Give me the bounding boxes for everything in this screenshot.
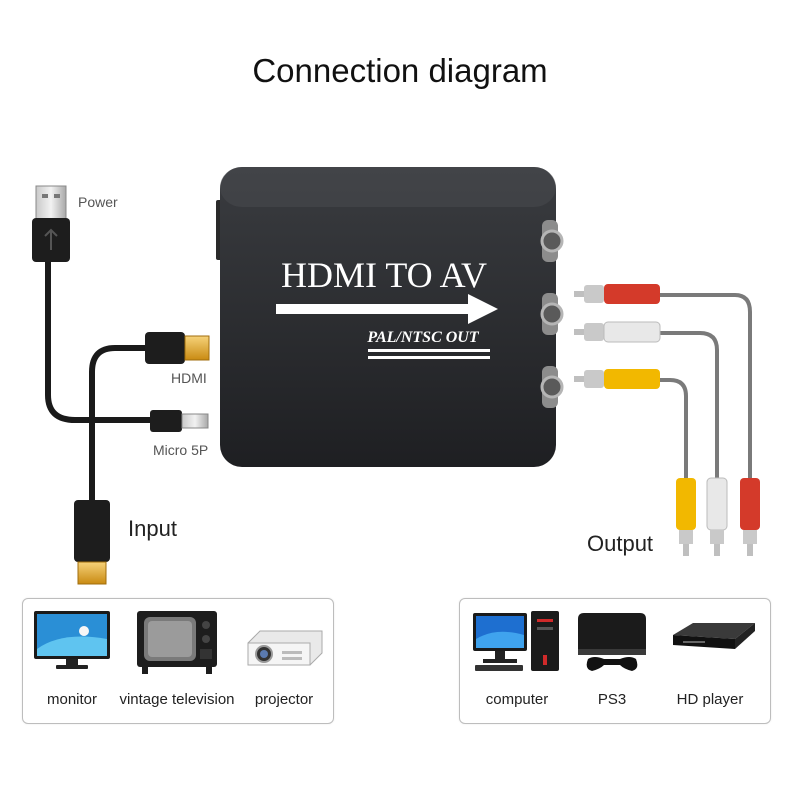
hdmi-plug-device-end — [145, 332, 210, 364]
device-name: HDMI TO AV — [281, 255, 487, 295]
computer-icon — [473, 611, 559, 671]
output-devices-panel: computer PS3 HD player — [459, 598, 771, 724]
micro-usb-plug — [150, 410, 209, 432]
projector-icon — [247, 630, 323, 666]
rca-jack-yellow — [540, 366, 564, 408]
hdmi-plug-source-end — [74, 500, 110, 585]
device-label: projector — [254, 691, 314, 708]
device-label: HD player — [676, 691, 744, 708]
device-label: vintage television — [119, 691, 235, 708]
diagram-title: Connection diagram — [252, 52, 548, 89]
rca-cable-red — [574, 284, 760, 556]
usb-connector — [32, 185, 70, 262]
output-label: Output — [587, 531, 654, 556]
device-vintage-television: vintage television — [115, 599, 239, 723]
device-label: monitor — [46, 691, 98, 708]
device-subtitle: PAL/NTSC OUT — [366, 329, 479, 346]
rca-jack-white — [540, 293, 564, 335]
power-label: Power — [78, 194, 118, 210]
device-computer: computer — [466, 599, 568, 723]
hdmi-label: HDMI — [171, 370, 207, 386]
device-hd-player: HD player — [656, 599, 764, 723]
device-label: computer — [485, 691, 549, 708]
input-devices-panel: monitor vintage television projector — [22, 598, 334, 724]
device-projector: projector — [239, 599, 329, 723]
power-cable — [45, 262, 150, 423]
hd-player-icon — [673, 623, 755, 649]
device-label: PS3 — [597, 691, 627, 708]
hdmi-cable — [89, 345, 145, 500]
direction-arrow — [276, 294, 498, 324]
monitor-icon — [34, 611, 110, 669]
rca-jack-red — [540, 220, 564, 262]
micro-5p-label: Micro 5P — [153, 442, 209, 458]
input-label: Input — [128, 516, 177, 541]
rca-cable-yellow — [574, 369, 696, 556]
device-ps3: PS3 — [568, 599, 656, 723]
converter-box: HDMI TO AV PAL/NTSC OUT — [216, 167, 564, 467]
rca-cable-white — [574, 321, 728, 556]
device-monitor: monitor — [29, 599, 115, 723]
vintage-tv-icon — [137, 611, 217, 674]
ps3-icon — [578, 613, 646, 671]
